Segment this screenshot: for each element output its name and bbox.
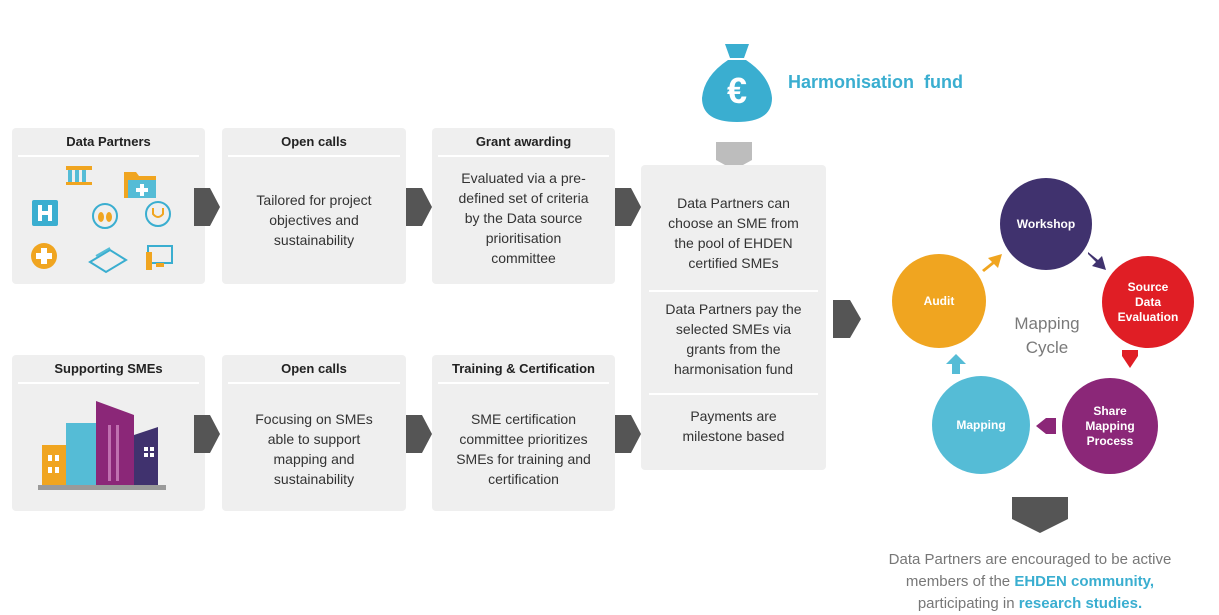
stethoscope-icon <box>145 201 171 227</box>
grant-awarding-text: Evaluated via a pre- defined set of crit… <box>458 170 589 266</box>
arrow-down-icon <box>1012 497 1068 533</box>
data-partners-card: Data Partners <box>12 128 205 284</box>
arrow-right-icon <box>406 415 432 453</box>
data-partners-title: Data Partners <box>18 134 199 157</box>
cycle-arrow-icon <box>1036 418 1056 434</box>
open-calls-card-1: Open calls Tailored for project objectiv… <box>222 128 406 284</box>
arrow-right-icon <box>194 415 220 453</box>
supporting-smes-title: Supporting SMEs <box>18 361 199 384</box>
audit-circle: Audit <box>892 254 986 348</box>
cycle-arrow-icon <box>1122 350 1138 368</box>
grant-awarding-title: Grant awarding <box>438 134 609 157</box>
lab-tubes-icon <box>66 166 92 185</box>
divider <box>649 393 818 395</box>
euro-symbol: € <box>726 70 748 111</box>
supporting-smes-card: Supporting SMEs <box>12 355 205 511</box>
healthcare-icons <box>31 166 173 274</box>
arrow-right-icon <box>406 188 432 226</box>
mapping-cycle-label: Mapping Cycle <box>1014 314 1080 357</box>
divider <box>649 290 818 292</box>
open-calls-title-2: Open calls <box>228 361 400 384</box>
footer-note: Data Partners are encouraged to be activ… <box>888 551 1172 612</box>
scanner-icon <box>88 247 128 274</box>
hospital-icon <box>32 200 58 226</box>
training-certification-text: SME certification committee prioritizes … <box>456 411 591 487</box>
harmonisation-fund-label: Harmonisation fund <box>788 72 963 92</box>
payments-text: Payments are milestone based <box>682 408 785 444</box>
monitor-icon <box>146 245 173 270</box>
baby-feet-icon <box>92 203 118 229</box>
training-certification-title: Training & Certification <box>438 361 609 384</box>
arrow-right-icon <box>833 300 861 338</box>
open-calls-text-1: Tailored for project objectives and sust… <box>256 192 372 248</box>
arrow-right-icon <box>194 188 220 226</box>
money-bag-icon <box>702 44 772 122</box>
arrow-right-icon <box>615 188 641 226</box>
open-calls-card-2: Open calls Focusing on SMEs able to supp… <box>222 355 406 511</box>
cycle-arrow-icon <box>946 354 966 374</box>
open-calls-title-1: Open calls <box>228 134 400 157</box>
choose-sme-text: Data Partners can choose an SME from the… <box>668 195 799 271</box>
workshop-circle: Workshop <box>1000 178 1092 270</box>
cycle-arrow-icon <box>1088 252 1106 270</box>
fund-down-arrow <box>716 142 752 170</box>
buildings-icon <box>38 401 166 490</box>
center-process-card: Data Partners can choose an SME from the… <box>641 165 826 470</box>
pay-smes-text: Data Partners pay the selected SMEs via … <box>665 301 802 377</box>
training-certification-card: Training & Certification SME certificati… <box>432 355 615 511</box>
medical-folder-icon <box>124 172 156 198</box>
arrow-right-icon <box>615 415 641 453</box>
cycle-arrow-icon <box>982 254 1002 272</box>
plus-circle-icon <box>31 243 57 269</box>
grant-awarding-card: Grant awarding Evaluated via a pre- defi… <box>432 128 615 284</box>
open-calls-text-2: Focusing on SMEs able to support mapping… <box>255 411 373 487</box>
mapping-circle: Mapping <box>932 376 1030 474</box>
